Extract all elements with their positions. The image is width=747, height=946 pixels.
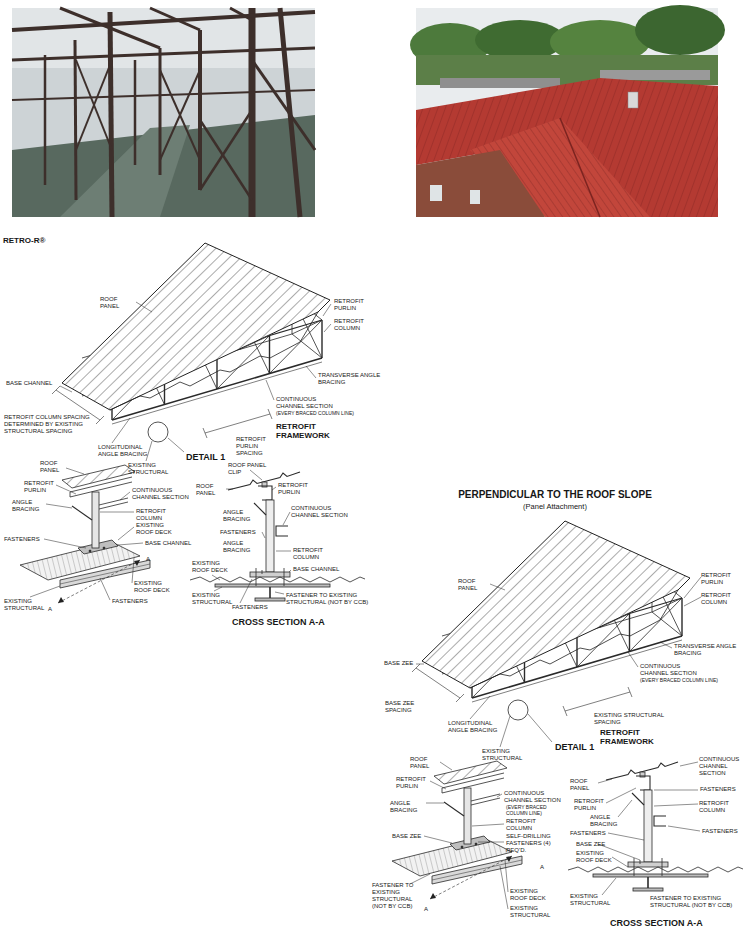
- part-label: RETROFIT PURLIN: [701, 572, 743, 586]
- part-label: EXISTING STRUCTURAL SPACING: [594, 712, 679, 726]
- part-label: ROOF PANEL: [196, 483, 226, 497]
- cross-section: [190, 472, 365, 601]
- part-label: A: [48, 606, 52, 613]
- part-label: RETROFIT PURLIN: [396, 776, 434, 790]
- part-label: A: [540, 864, 544, 871]
- part-label: ROOF PANEL: [410, 756, 442, 770]
- section-heading: CROSS SECTION A-A: [610, 918, 703, 928]
- part-label: RETROFIT COLUMN: [701, 592, 743, 606]
- section-heading: RETROFIT FRAMEWORK: [276, 422, 351, 440]
- section-heading: CROSS SECTION A-A: [232, 617, 325, 627]
- part-label: CONTINUOUS CHANNEL SECTION: [276, 396, 346, 410]
- part-label: ROOF PANEL: [40, 460, 72, 474]
- part-label: LONGITUDINAL ANGLE BRACING: [448, 720, 504, 734]
- part-label: EXISTING ROOF DECK: [576, 850, 616, 864]
- section-heading: DETAIL 1: [555, 742, 594, 752]
- detail-view: [20, 465, 150, 603]
- part-label: RETROFIT PURLIN: [334, 298, 376, 312]
- part-label: EXISTING ROOF DECK: [192, 560, 234, 574]
- part-label: FASTENER TO EXISTING STRUCTURAL (NOT BY …: [286, 592, 371, 606]
- part-label: RETROFIT COLUMN: [293, 547, 335, 561]
- part-label: FASTENERS: [570, 830, 606, 837]
- part-label: A: [146, 556, 150, 563]
- part-label: TRANSVERSE ANGLE BRACING: [674, 643, 742, 657]
- part-label: (EVERY BRACED COLUMN LINE): [640, 678, 718, 684]
- retrofit-framework: [412, 521, 690, 720]
- framework-photo: [12, 8, 315, 217]
- part-label: FASTENERS: [700, 786, 736, 793]
- part-label: FASTENERS: [232, 604, 268, 611]
- part-label: RETROFIT PURLIN SPACING: [236, 436, 276, 457]
- part-label: BASE CHANNEL: [145, 540, 191, 547]
- part-label: FASTENER TO EXISTING STRUCTURAL (NOT BY …: [650, 895, 742, 909]
- part-label: ANGLE BRACING: [12, 499, 50, 513]
- part-label: FASTENER TO EXISTING STRUCTURAL (NOT BY …: [372, 882, 420, 910]
- part-label: CONTINUOUS CHANNEL SECTION: [699, 756, 743, 777]
- part-label: RETROFIT PURLIN: [574, 798, 612, 812]
- part-label: A: [424, 906, 428, 913]
- part-label: TRANSVERSE ANGLE BRACING: [318, 372, 382, 386]
- part-label: FASTENERS: [702, 828, 738, 835]
- part-label: RETROFIT PURLIN: [278, 482, 320, 496]
- part-label: (Panel Attachment): [440, 503, 670, 512]
- part-label: FASTENERS: [220, 529, 256, 536]
- part-label: EXISTING STRUCTURAL: [128, 462, 183, 476]
- part-label: ANGLE BRACING: [590, 814, 626, 828]
- part-label: SELF-DRILLING FASTENERS (4) REQ'D.: [506, 833, 561, 854]
- part-label: RETROFIT COLUMN SPACING DETERMINED BY EX…: [4, 414, 94, 435]
- part-label: ROOF PANEL: [458, 578, 492, 592]
- section-heading: RETRO-R®: [3, 236, 45, 245]
- part-label: BASE ZEE: [576, 841, 605, 848]
- part-label: RETROFIT COLUMN: [334, 318, 376, 332]
- part-label: ANGLE BRACING: [390, 800, 426, 814]
- part-label: EXISTING STRUCTURAL: [4, 598, 52, 612]
- part-label: BASE CHANNEL: [293, 566, 339, 573]
- part-label: ROOF PANEL CLIP: [228, 462, 268, 476]
- cross-section: [568, 762, 743, 891]
- part-label: FASTENERS: [112, 598, 148, 605]
- part-label: RETROFIT COLUMN: [699, 800, 743, 814]
- part-label: RETROFIT PURLIN: [24, 480, 62, 494]
- part-label: EXISTING STRUCTURAL: [482, 748, 530, 762]
- part-label: ANGLE BRACING: [223, 509, 259, 523]
- part-label: EXISTING STRUCTURAL: [192, 592, 237, 606]
- part-label: EXISTING ROOF DECK: [510, 888, 552, 902]
- part-label: (EVERY BRACED COLUMN LINE): [276, 411, 354, 417]
- part-label: CONTINUOUS CHANNEL SECTION: [504, 790, 566, 804]
- part-label: BASE CHANNEL: [6, 380, 52, 387]
- roof-photo: [410, 5, 725, 217]
- part-label: EXISTING ROOF DECK: [134, 580, 176, 594]
- part-label: ANGLE BRACING: [223, 540, 259, 554]
- part-label: CONTINUOUS CHANNEL SECTION: [640, 663, 704, 677]
- part-label: EXISTING STRUCTURAL: [570, 893, 618, 907]
- part-label: EXISTING ROOF DECK: [136, 522, 178, 536]
- part-label: BASE ZEE SPACING: [385, 700, 421, 714]
- part-label: RETROFIT COLUMN: [136, 508, 178, 522]
- part-label: BASE ZEE: [384, 660, 413, 667]
- part-label: LONGITUDINAL ANGLE BRACING: [98, 444, 154, 458]
- part-label: FASTENERS: [4, 536, 40, 543]
- part-label: BASE ZEE: [392, 833, 421, 840]
- part-label: CONTINUOUS CHANNEL SECTION: [291, 505, 351, 519]
- part-label: ROOF PANEL: [570, 778, 602, 792]
- part-label: RETROFIT COLUMN: [506, 818, 551, 832]
- leader-lines: [30, 302, 701, 909]
- part-label: (EVERY BRACED COLUMN LINE): [506, 805, 566, 817]
- section-heading: PERPENDICULAR TO THE ROOF SLOPE: [440, 489, 670, 501]
- section-heading: DETAIL 1: [186, 452, 225, 462]
- part-label: ROOF PANEL: [100, 296, 134, 310]
- section-heading: RETROFIT FRAMEWORK: [600, 728, 675, 746]
- part-label: EXISTING STRUCTURAL: [510, 905, 558, 919]
- part-label: CONTINUOUS CHANNEL SECTION: [132, 487, 196, 501]
